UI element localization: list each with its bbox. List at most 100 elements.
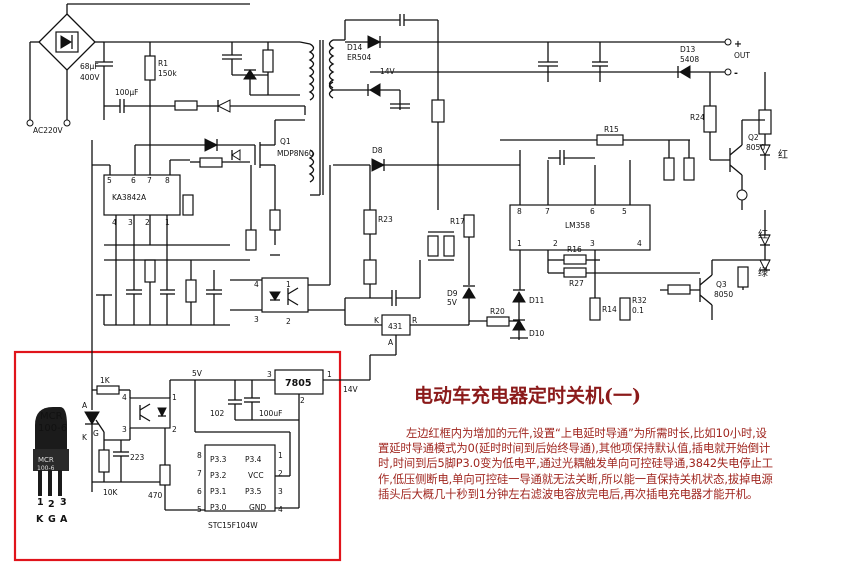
r14-label: R14: [602, 305, 617, 314]
q3-part: 8050: [714, 290, 733, 299]
r32-label: R32: [632, 296, 647, 305]
r1-resistor: [144, 55, 156, 81]
q1-part: MDP8N60: [277, 149, 314, 158]
mcr-package-mark: MCR: [38, 456, 54, 464]
red-led-label-2: 红: [758, 228, 768, 241]
regulator-label: 7805: [285, 378, 311, 389]
optocoupler-upper: [261, 277, 309, 313]
r1-label: R1: [158, 59, 168, 68]
diagram-title: 电动车充电器定时关机(一): [414, 385, 641, 407]
r20-label: R20: [490, 307, 505, 316]
svg-text:3: 3: [122, 425, 127, 434]
ka3842-label: KA3842A: [112, 193, 147, 202]
svg-text:3: 3: [267, 370, 272, 379]
svg-text:4: 4: [637, 239, 642, 248]
svg-text:6: 6: [197, 487, 202, 496]
regulator-7805: [274, 369, 324, 395]
svg-text:1: 1: [327, 370, 332, 379]
c223-label: 223: [130, 453, 145, 462]
mcr-part-label: 100-6: [38, 423, 67, 434]
q2-label: Q2: [748, 133, 759, 142]
svg-text:7: 7: [147, 176, 152, 185]
scr-k-label: K: [82, 433, 88, 442]
svg-text:4: 4: [278, 505, 283, 514]
r17-label: R17: [450, 217, 465, 226]
svg-text:2: 2: [172, 425, 177, 434]
v5-label: 5V: [192, 369, 203, 378]
pin-gnd: GND: [249, 503, 266, 512]
pin-p32: P3.2: [210, 471, 227, 480]
bulk-cap-voltage: 400V: [80, 73, 100, 82]
svg-text:3: 3: [60, 497, 67, 508]
svg-text:2: 2: [145, 218, 150, 227]
svg-text:5: 5: [107, 176, 112, 185]
mcr-package-mark2: 100-6: [37, 465, 55, 472]
d10-label: D10: [529, 329, 545, 338]
svg-text:2: 2: [278, 469, 283, 478]
q1-label: Q1: [280, 137, 291, 146]
r23-label: R23: [378, 215, 393, 224]
vcc-cap-label: 100μF: [115, 88, 138, 97]
out-minus: -: [734, 68, 738, 79]
d13-label: D13: [680, 45, 696, 54]
svg-text:3: 3: [278, 487, 283, 496]
lm358-label: LM358: [565, 221, 590, 230]
pin-p34: P3.4: [245, 455, 262, 464]
tl431-k: K: [374, 316, 380, 325]
svg-text:1: 1: [286, 280, 291, 289]
lm358-ic: [509, 204, 651, 251]
d9-voltage: 5V: [447, 298, 458, 307]
out-label: OUT: [734, 51, 750, 60]
q3-label: Q3: [716, 280, 727, 289]
r32-value: 0.1: [632, 306, 644, 315]
bulk-cap-label: 68μF: [80, 62, 99, 71]
svg-text:4: 4: [112, 218, 117, 227]
svg-text:3: 3: [128, 218, 133, 227]
d13-part: 5408: [680, 55, 699, 64]
svg-text:8: 8: [197, 451, 202, 460]
tl431-label: 431: [388, 322, 403, 331]
pin-a-bottom: A: [60, 514, 68, 525]
svg-text:3: 3: [590, 239, 595, 248]
d9-label: D9: [447, 289, 458, 298]
scr-g-label: G: [93, 429, 99, 438]
svg-text:1: 1: [37, 497, 44, 508]
stc15f104w-mcu: [204, 444, 276, 512]
mcr-label: MCR: [40, 411, 63, 422]
c102-label: 102: [210, 409, 225, 418]
svg-text:8: 8: [517, 207, 522, 216]
r470-label: 470: [148, 491, 163, 500]
tl431-a: A: [388, 338, 394, 347]
svg-text:7: 7: [545, 207, 550, 216]
pin-vcc: VCC: [248, 471, 264, 480]
svg-text:2: 2: [300, 396, 305, 405]
d11-label: D11: [529, 296, 545, 305]
svg-text:4: 4: [122, 393, 127, 402]
pin-p30: P3.0: [210, 503, 227, 512]
v14b-label: 14V: [343, 385, 359, 394]
q2-part: 8050: [746, 143, 765, 152]
pin-p31: P3.1: [210, 487, 227, 496]
out-plus: +: [734, 39, 742, 50]
scr-a-label: A: [82, 401, 88, 410]
r1-value: 150k: [158, 69, 177, 78]
r16-label: R16: [567, 245, 582, 254]
d14-part: ER504: [347, 53, 371, 62]
svg-text:3: 3: [254, 315, 259, 324]
svg-text:7: 7: [197, 469, 202, 478]
svg-text:6: 6: [590, 207, 595, 216]
d8-label: D8: [372, 146, 383, 155]
r27-label: R27: [569, 279, 584, 288]
ac-input-label: AC220V: [33, 126, 64, 135]
c100u-label: 100uF: [259, 409, 282, 418]
svg-text:6: 6: [131, 176, 136, 185]
r15-label: R15: [604, 125, 619, 134]
mcr100-6-package: [33, 407, 69, 496]
svg-text:8: 8: [165, 176, 170, 185]
d14-label: D14: [347, 43, 363, 52]
svg-text:4: 4: [254, 280, 259, 289]
r10k-label: 10K: [103, 488, 119, 497]
svg-text:1: 1: [172, 393, 177, 402]
